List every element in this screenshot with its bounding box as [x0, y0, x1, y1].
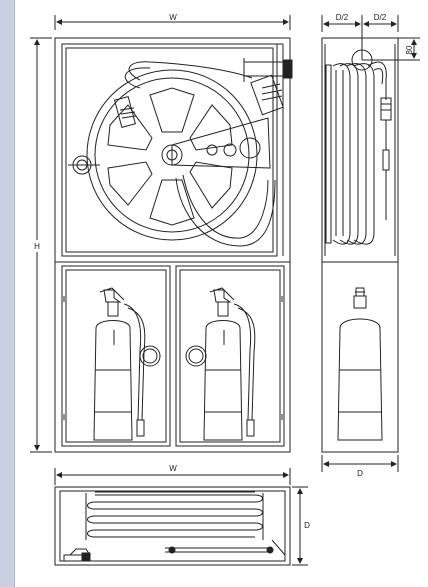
extinguisher-right	[185, 287, 256, 441]
extinguisher-compartment-left	[61, 265, 171, 447]
extinguisher-compartment-right	[175, 265, 285, 447]
label-height: H	[34, 242, 40, 251]
side-cabinet-outline	[321, 37, 399, 453]
hose-reel	[68, 58, 293, 247]
label-half-depth-left: D/2	[336, 13, 349, 22]
side-view	[321, 15, 420, 472]
plan-cabinet-outline	[54, 486, 291, 566]
label-width-bottom: W	[169, 464, 177, 473]
plan-view	[54, 468, 308, 566]
label-width-top: W	[169, 13, 177, 22]
extinguisher-left	[93, 287, 161, 441]
dimension-labels: W H D/2 D/2 80 D W D	[30, 13, 414, 531]
label-offset-80: 80	[405, 45, 414, 54]
left-side-band	[0, 0, 15, 587]
front-view	[30, 15, 293, 453]
label-half-depth-right: D/2	[374, 13, 387, 22]
label-depth-side: D	[357, 469, 363, 478]
cabinet-outline	[54, 37, 291, 453]
label-depth-plan: D	[304, 521, 310, 530]
extinguisher-side	[337, 287, 383, 441]
hose-compartment	[61, 43, 278, 257]
